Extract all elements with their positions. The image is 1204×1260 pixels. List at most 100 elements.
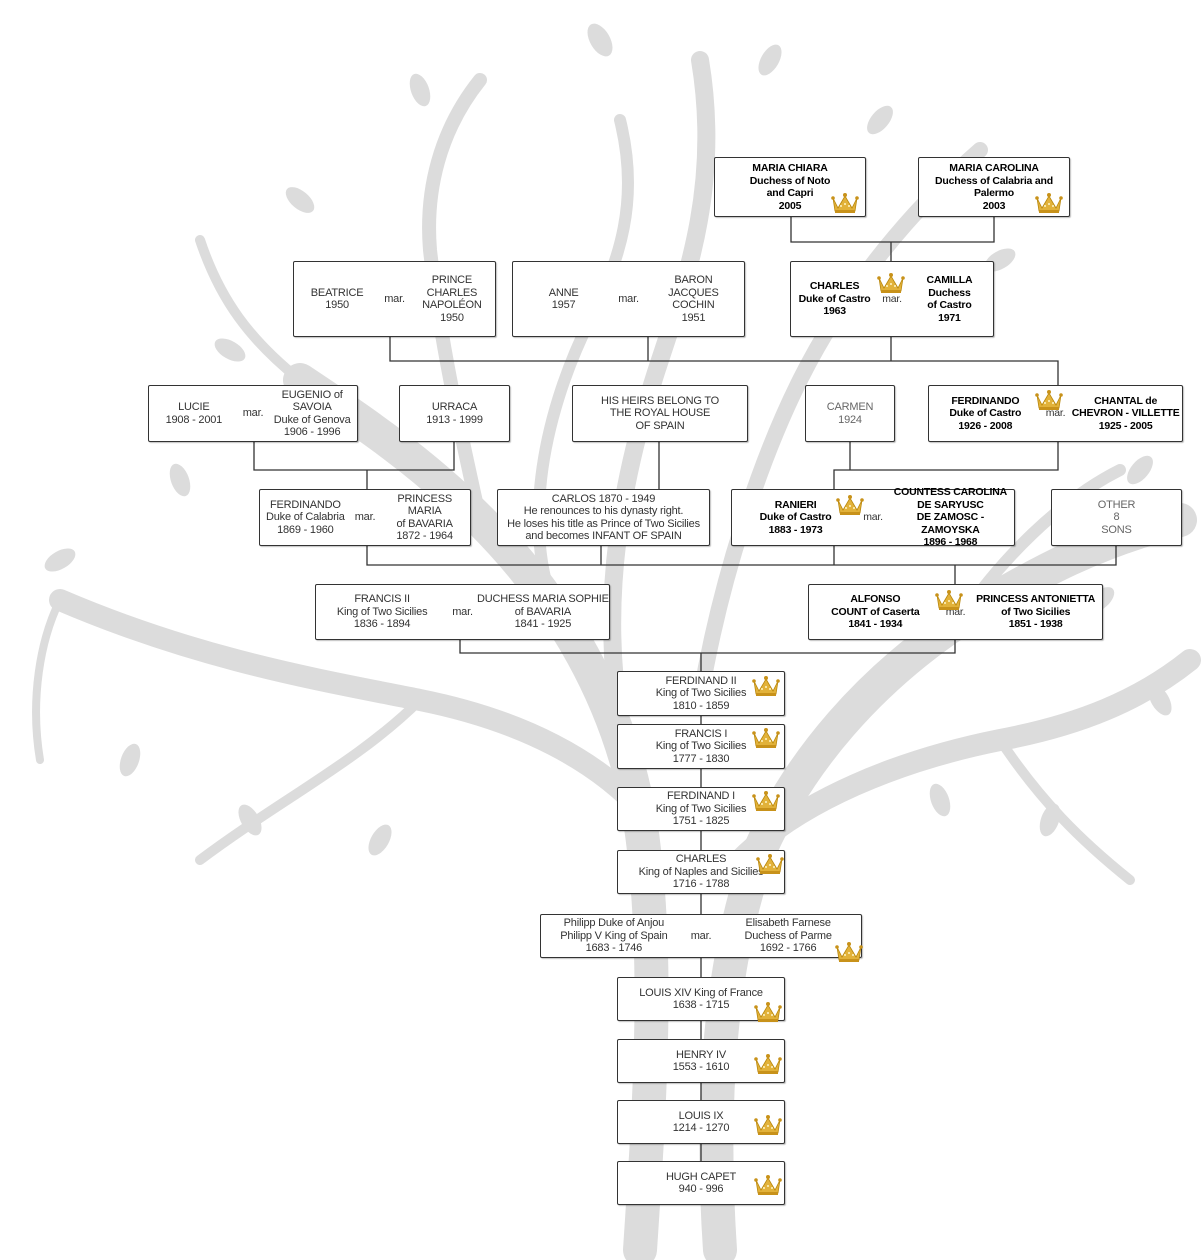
name-line: FRANCIS II: [354, 593, 410, 606]
name-line: 1638 - 1715: [672, 999, 730, 1011]
name-line: 1553 - 1610: [672, 1061, 730, 1073]
name-line: 1957: [551, 299, 576, 311]
name-line: Duke of Castro: [759, 511, 832, 524]
name-line: HUGH CAPET: [665, 1170, 737, 1183]
married-label: mar.: [384, 292, 405, 305]
name-line: DE ZAMOSC - ZAMOYSKA: [916, 511, 985, 536]
name-line: FERDINANDO: [269, 498, 341, 511]
married-label: mar.: [690, 929, 712, 942]
name-line: 1883 - 1973: [768, 523, 823, 536]
name-line: DE SARYUSC: [917, 498, 984, 511]
name-line: NAPOLÉON: [422, 299, 482, 311]
name-line: SONS: [1101, 523, 1132, 536]
name-line: FERDINAND I: [666, 790, 736, 803]
name-line: CHANTAL de: [1094, 394, 1158, 407]
name-line: 1777 - 1830: [672, 752, 730, 765]
name-line: BEATRICE: [310, 286, 364, 299]
name-line: 1841 - 1925: [514, 618, 572, 631]
name-line: CARLOS 1870 - 1949: [551, 492, 656, 505]
name-line: MARIA CAROLINA: [949, 162, 1039, 174]
name-line: CHARLES: [675, 853, 727, 866]
married-label: mar.: [354, 511, 376, 524]
name-line: OF SPAIN: [635, 419, 685, 432]
name-line: HENRY IV: [676, 1048, 726, 1061]
name-line: CHEVRON - VILLETTE: [1071, 407, 1180, 420]
name-line: PRINCESS MARIA: [397, 492, 452, 518]
name-line: COUNT of Caserta: [831, 605, 920, 618]
name-line: PRINCESS ANTONIETTA: [976, 593, 1096, 606]
crown-icon: [754, 1114, 782, 1136]
name-line: King of Two Sicilies: [336, 605, 428, 618]
name-line: 1906 - 1996: [283, 426, 341, 438]
name-line: Duchess of Noto: [749, 174, 831, 187]
name-line: 1924: [838, 413, 862, 426]
name-line: LOUIS IX: [678, 1109, 724, 1122]
name-line: Duke of Castro: [949, 407, 1022, 420]
name-line: and becomes INFANT OF SPAIN: [525, 530, 682, 542]
name-line: King of Two Sicilies: [655, 740, 747, 753]
crown-icon: [752, 790, 780, 812]
name-line: of BAVARIA: [396, 517, 453, 530]
name-line: 2005: [778, 199, 802, 212]
crown-icon: [831, 192, 859, 214]
name-line: FERDINAND II: [665, 674, 737, 687]
name-line: 8: [1113, 511, 1120, 524]
name-line: 1810 - 1859: [672, 699, 730, 712]
name-line: 940 - 996: [678, 1183, 724, 1195]
name-line: King of Two Sicilies: [655, 802, 747, 815]
crown-icon: [756, 853, 784, 875]
name-line: 1951: [681, 311, 706, 324]
name-line: PRINCE CHARLES: [426, 274, 478, 299]
name-line: JACQUES: [668, 286, 719, 299]
name-line: 1896 - 1968: [923, 536, 978, 549]
name-line: HIS HEIRS BELONG TO: [600, 394, 720, 407]
name-line: FERDINANDO: [951, 394, 1020, 407]
name-line: EUGENIO of SAVOIA: [281, 388, 343, 414]
name-line: 1950: [440, 311, 464, 324]
name-line: 1214 - 1270: [672, 1122, 730, 1134]
crown-icon: [752, 727, 780, 749]
name-line: Duchess: [928, 286, 971, 299]
name-line: Duchess of Parme: [744, 929, 832, 942]
name-line: OTHER: [1097, 498, 1136, 511]
name-line: 1851 - 1938: [1008, 618, 1063, 631]
name-line: URRACA: [431, 401, 478, 413]
name-line: 2003: [982, 199, 1006, 212]
married-label: mar.: [618, 292, 639, 305]
